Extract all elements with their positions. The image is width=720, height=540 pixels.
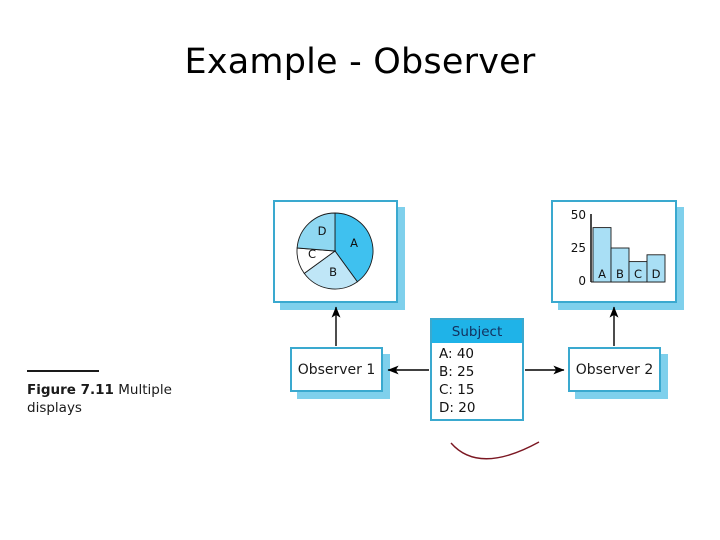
pie-slice-a — [334, 212, 374, 283]
observer-pattern-diagram: A B C D 50 25 0 A B C D Observer 1 Obser… — [255, 185, 705, 475]
observer-1-label: Observer 1 — [297, 361, 376, 378]
observer-1-box[interactable]: Observer 1 — [290, 347, 383, 392]
caption-divider — [27, 370, 99, 372]
subject-header: Subject — [432, 320, 522, 343]
pie-chart: A B C D — [296, 212, 374, 290]
subject-row-a: A: 40 — [439, 346, 475, 362]
bar-label-c: C — [634, 267, 642, 281]
bar-chart: 50 25 0 A B C D — [571, 208, 666, 288]
page-title: Example - Observer — [184, 42, 536, 82]
caption-text: Figure 7.11 Multiple displays — [27, 381, 212, 418]
bar-label-d: D — [652, 267, 661, 281]
bar-ytick-0: 0 — [578, 274, 586, 288]
bar-ytick-50: 50 — [571, 208, 586, 222]
bar-d — [646, 254, 666, 283]
caption-figure-label: Figure 7.11 — [27, 382, 114, 398]
pie-label-b: B — [329, 265, 337, 279]
subject-row-b: B: 25 — [439, 363, 475, 380]
subject-row-d: D: 20 — [439, 399, 476, 416]
bar-ytick-25: 25 — [571, 241, 586, 255]
pie-label-d: D — [318, 224, 327, 238]
bar-label-a: A — [598, 267, 606, 281]
pie-label-c: C — [308, 247, 316, 261]
bar-label-b: B — [616, 267, 624, 281]
subject-box[interactable]: Subject A: 40 B: 25 C: 15 D: 20 — [430, 318, 524, 421]
pie-slice-b — [303, 250, 358, 290]
subject-row-c: C: 15 — [439, 381, 475, 398]
figure-caption: Figure 7.11 Multiple displays — [22, 370, 212, 418]
observer-2-label: Observer 2 — [575, 361, 654, 378]
decorative-arc — [450, 441, 540, 460]
pie-label-a: A — [350, 236, 358, 250]
caption-figure-text: Multiple displays — [27, 382, 172, 417]
pie-slice-d — [296, 212, 336, 252]
subject-data-list: A: 40 B: 25 C: 15 D: 20 — [432, 343, 522, 418]
observer-2-box[interactable]: Observer 2 — [568, 347, 661, 392]
bar-display-panel[interactable] — [551, 200, 677, 303]
